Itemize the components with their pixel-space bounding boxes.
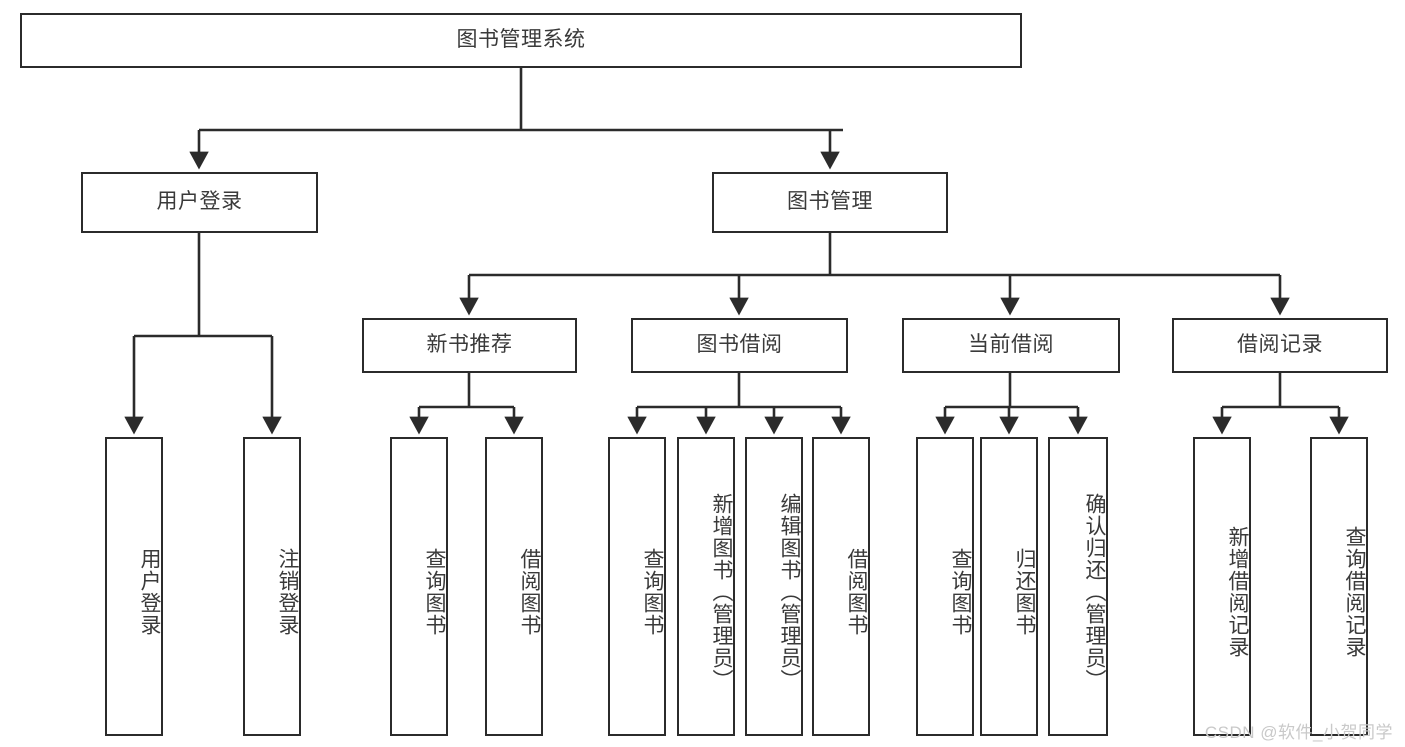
node-leaf-borrow-book-2[interactable]: 借阅图书 — [812, 437, 870, 736]
node-leaf-edit-book[interactable]: 编辑图书（管理员） — [745, 437, 803, 736]
node-label: 新增图书（管理员） — [710, 492, 733, 691]
node-leaf-query-book-1[interactable]: 查询图书 — [390, 437, 448, 736]
node-label: 图书管理 — [787, 190, 873, 214]
node-label: 新书推荐 — [426, 333, 513, 357]
node-label: 借阅图书 — [518, 547, 541, 636]
node-leaf-logout-login[interactable]: 注销登录 — [243, 437, 301, 736]
node-label: 用户登录 — [138, 547, 161, 636]
node-new-book-recommend[interactable]: 新书推荐 — [362, 318, 577, 373]
node-label: 当前借阅 — [968, 333, 1054, 357]
node-book-management-system[interactable]: 图书管理系统 — [20, 13, 1022, 68]
node-borrow-record[interactable]: 借阅记录 — [1172, 318, 1388, 373]
node-label: 用户登录 — [156, 190, 243, 214]
node-label: 查询图书 — [949, 547, 972, 636]
node-label: 新增借阅记录 — [1226, 525, 1249, 658]
node-label: 注销登录 — [276, 547, 299, 636]
node-label: 借阅记录 — [1237, 333, 1323, 357]
node-current-borrow[interactable]: 当前借阅 — [902, 318, 1120, 373]
node-label: 确认归还（管理员） — [1083, 492, 1106, 691]
node-label: 归还图书 — [1013, 547, 1036, 636]
node-user-login[interactable]: 用户登录 — [81, 172, 318, 233]
node-book-borrow[interactable]: 图书借阅 — [631, 318, 848, 373]
node-label: 编辑图书（管理员） — [778, 492, 801, 691]
node-label: 图书借阅 — [696, 333, 783, 357]
node-book-management[interactable]: 图书管理 — [712, 172, 948, 233]
node-label: 查询图书 — [423, 547, 446, 636]
node-leaf-add-borrow-record[interactable]: 新增借阅记录 — [1193, 437, 1251, 736]
watermark-text: CSDN @软件_小贺同学 — [1204, 723, 1393, 742]
node-label: 查询图书 — [641, 547, 664, 636]
node-label: 查询借阅记录 — [1343, 525, 1366, 658]
node-leaf-borrow-book-1[interactable]: 借阅图书 — [485, 437, 543, 736]
node-leaf-query-borrow-record[interactable]: 查询借阅记录 — [1310, 437, 1368, 736]
node-leaf-query-book-2[interactable]: 查询图书 — [608, 437, 666, 736]
node-leaf-return-book[interactable]: 归还图书 — [980, 437, 1038, 736]
node-leaf-query-book-3[interactable]: 查询图书 — [916, 437, 974, 736]
node-leaf-confirm-return[interactable]: 确认归还（管理员） — [1048, 437, 1108, 736]
node-leaf-user-login[interactable]: 用户登录 — [105, 437, 163, 736]
node-leaf-add-book[interactable]: 新增图书（管理员） — [677, 437, 735, 736]
node-label: 借阅图书 — [845, 547, 868, 636]
node-label: 图书管理系统 — [456, 28, 586, 52]
